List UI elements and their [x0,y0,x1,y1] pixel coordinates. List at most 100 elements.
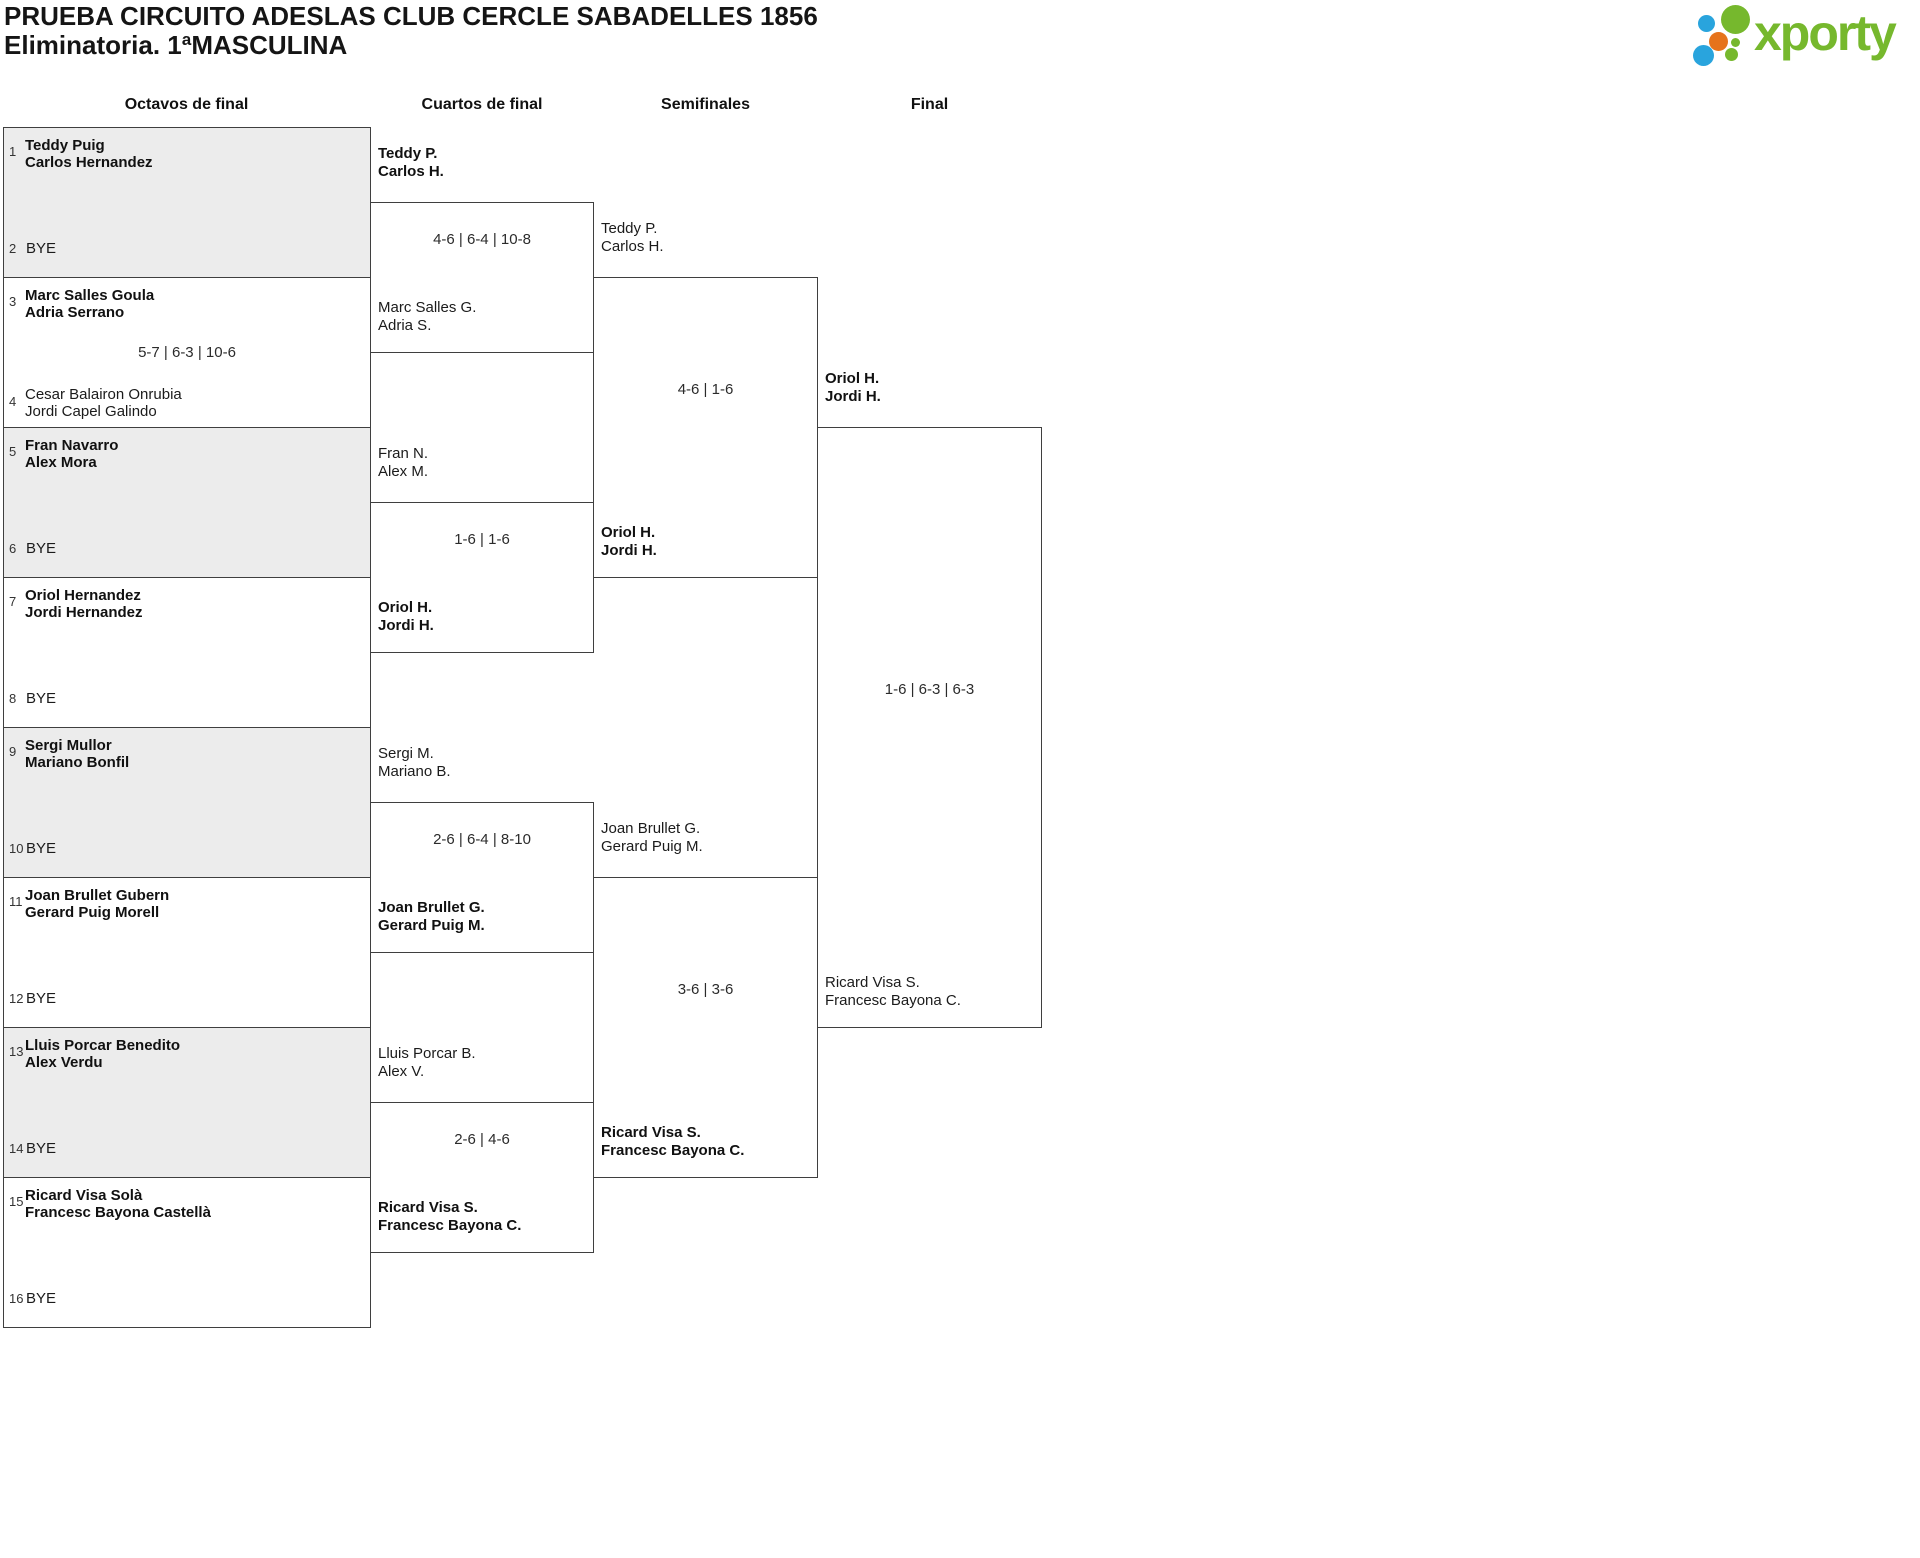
qf-match-2: Fran N. Alex M. 1-6 | 1-6 Oriol H. Jordi… [370,445,594,653]
player-name: Ricard Visa S. [825,974,920,991]
team-label: Lluis Porcar B. Alex V. [378,1045,476,1081]
r16-box-5-6: 5 Fran Navarro Alex Mora 6 BYE [3,427,371,578]
team-label: Oriol H. Jordi H. [601,524,657,560]
seed-number: 15 [9,1194,24,1209]
player-name: Carlos H. [601,238,664,255]
page-subtitle: Eliminatoria. 1ªMASCULINA [4,30,348,60]
player-name: Sergi M. [378,745,434,762]
team-names: Cesar Balairon Onrubia Jordi Capel Galin… [25,386,182,420]
player-name: Carlos H. [378,163,444,180]
logo-dot-green-tiny [1731,38,1740,47]
seed-number: 3 [9,294,17,309]
player-name: Francesc Bayona Castellà [25,1204,211,1221]
match-score: 4-6 | 1-6 [677,380,734,398]
team-names: Ricard Visa Solà Francesc Bayona Castell… [25,1187,211,1221]
player-name: Joan Brullet G. [601,820,701,837]
team-names: Joan Brullet Gubern Gerard Puig Morell [25,887,169,921]
player-name: Jordi H. [601,542,657,559]
page-title: PRUEBA CIRCUITO ADESLAS CLUB CERCLE SABA… [4,1,818,31]
player-name: Cesar Balairon Onrubia [25,386,182,403]
seed-number: 7 [9,594,17,609]
seed-number: 1 [9,144,17,159]
player-name: Alex V. [378,1063,425,1080]
player-name: Oriol H. [825,370,880,387]
r16-box-1-2: 1 Teddy Puig Carlos Hernandez 2 BYE [3,127,371,278]
r16-box-11-12: 11 Joan Brullet Gubern Gerard Puig Morel… [3,877,371,1028]
team-label: Teddy P. Carlos H. [601,220,664,256]
player-name: Ricard Visa Solà [25,1187,143,1204]
seed-number: 2 [9,241,17,256]
seed-number: 6 [9,541,17,556]
logo-dot-green-large [1721,5,1750,34]
player-name: Oriol Hernandez [25,587,141,604]
team-label: Marc Salles G. Adria S. [378,299,476,335]
player-name: Joan Brullet Gubern [25,887,170,904]
player-name: Jordi Hernandez [25,604,143,621]
team-label: Ricard Visa S. Francesc Bayona C. [378,1199,521,1235]
match-score: 4-6 | 6-4 | 10-8 [433,230,531,248]
player-name: Mariano Bonfil [25,754,130,771]
seed-number: 5 [9,444,17,459]
player-name: Ricard Visa S. [601,1124,701,1141]
player-name: Francesc Bayona C. [378,1217,522,1234]
player-name: Teddy Puig [25,137,105,154]
bye-label: BYE [26,540,57,557]
seed-number: 11 [9,894,23,909]
team-label: Oriol H. Jordi H. [378,599,434,635]
player-name: Alex Mora [25,454,97,471]
team-names: Lluis Porcar Benedito Alex Verdu [25,1037,180,1071]
player-name: Adria Serrano [25,304,125,321]
player-name: Alex M. [378,463,429,480]
player-name: Francesc Bayona C. [825,992,961,1009]
player-name: Jordi H. [378,617,434,634]
qf-match-1: Teddy P. Carlos H. 4-6 | 6-4 | 10-8 Marc… [370,145,594,353]
player-name: Sergi Mullor [25,737,112,754]
match-score: 3-6 | 3-6 [677,980,734,998]
player-name: Fran N. [378,445,429,462]
seed-number: 12 [9,991,24,1006]
player-name: Teddy P. [378,145,438,162]
match-score: 2-6 | 6-4 | 8-10 [433,830,531,848]
team-label: Sergi M. Mariano B. [378,745,451,781]
round-header-cuartos: Cuartos de final [421,96,543,113]
match-score: 5-7 | 6-3 | 10-6 [138,343,236,361]
team-names: Sergi Mullor Mariano Bonfil [25,737,129,771]
round-header-octavos: Octavos de final [124,96,249,113]
seed-number: 16 [9,1291,24,1306]
player-name: Francesc Bayona C. [601,1142,745,1159]
round-header-final: Final [910,96,949,113]
xporty-logo: xporty [1692,4,1914,68]
player-name: Lluis Porcar B. [378,1045,476,1062]
bye-label: BYE [26,240,57,257]
player-name: Adria S. [378,317,432,334]
team-label: Fran N. Alex M. [378,445,428,481]
round-header-semifinales: Semifinales [661,96,750,113]
player-name: Fran Navarro [25,437,119,454]
seed-number: 4 [9,394,17,409]
match-score: 1-6 | 6-3 | 6-3 [884,680,975,698]
team-label: Ricard Visa S. Francesc Bayona C. [601,1124,744,1160]
player-name: Mariano B. [378,763,451,780]
player-name: Gerard Puig M. [601,838,703,855]
sf-match-2: Joan Brullet G. Gerard Puig M. 3-6 | 3-6… [593,820,818,1178]
player-name: Joan Brullet G. [378,899,485,916]
player-name: Alex Verdu [25,1054,103,1071]
player-name: Marc Salles G. [378,299,477,316]
logo-wordmark: xporty [1754,5,1897,61]
r16-box-15-16: 15 Ricard Visa Solà Francesc Bayona Cast… [3,1177,371,1328]
r16-box-3-4: 3 Marc Salles Goula Adria Serrano 5-7 | … [3,277,371,428]
logo-dot-green-small [1725,48,1738,61]
seed-number: 14 [9,1141,24,1156]
team-label: Joan Brullet G. Gerard Puig M. [378,899,485,935]
player-name: Gerard Puig Morell [25,904,160,921]
team-names: Teddy Puig Carlos Hernandez [25,137,153,171]
player-name: Ricard Visa S. [378,1199,478,1216]
seed-number: 13 [9,1044,24,1059]
player-name: Carlos Hernandez [25,154,153,171]
player-name: Marc Salles Goula [25,287,155,304]
